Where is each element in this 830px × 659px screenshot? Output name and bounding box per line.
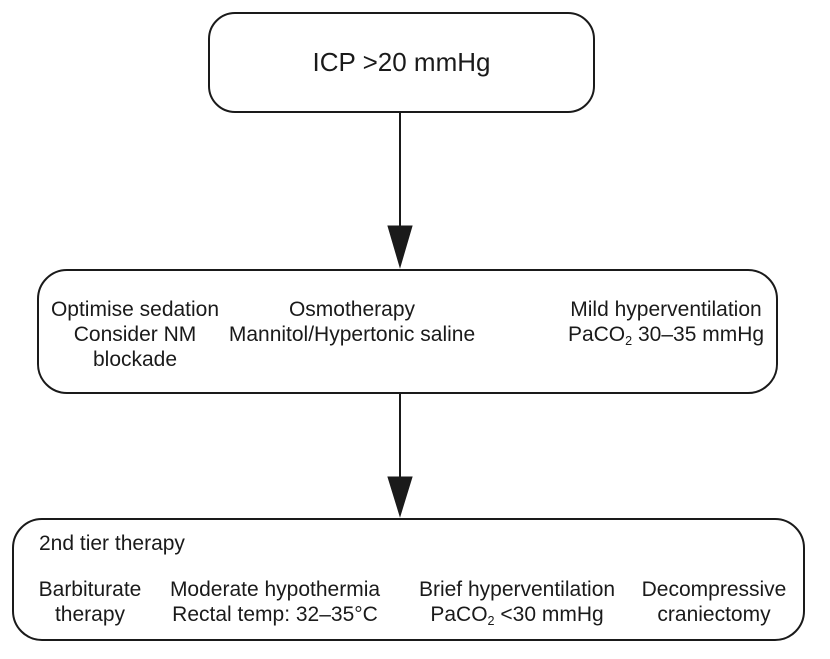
therapy-line: Osmotherapy <box>288 298 416 321</box>
first-tier-column-sedation: Optimise sedation Consider NM blockade <box>51 297 219 372</box>
arrow-down-icon <box>387 112 413 269</box>
icp-trigger-box: ICP >20 mmHg <box>208 12 595 113</box>
second-tier-therapy-box: 2nd tier therapy Barbiturate therapy Mod… <box>12 518 805 641</box>
formula-subscript: 2 <box>625 333 633 348</box>
therapy-line: Mild hyperventilation <box>570 298 762 321</box>
formula-prefix: PaCO <box>430 603 488 626</box>
therapy-formula-line: PaCO2 30–35 mmHg <box>568 322 764 347</box>
icp-trigger-label: ICP >20 mmHg <box>312 47 491 77</box>
therapy-line: Moderate hypothermia <box>169 578 381 601</box>
therapy-line: craniectomy <box>657 603 771 626</box>
therapy-line: Decompressive <box>641 578 787 601</box>
therapy-line: Rectal temp: 32–35°C <box>172 603 378 626</box>
therapy-line: therapy <box>54 603 126 626</box>
formula-prefix: PaCO <box>567 323 626 346</box>
therapy-line: blockade <box>92 348 178 371</box>
therapy-line: Consider NM <box>73 323 197 346</box>
second-tier-column-brief-hyperventilation: Brief hyperventilation PaCO2 <30 mmHg <box>419 577 615 627</box>
first-tier-therapy-box: Optimise sedation Consider NM blockade O… <box>37 269 778 394</box>
second-tier-column-craniectomy: Decompressive craniectomy <box>642 577 787 627</box>
second-tier-heading: 2nd tier therapy <box>39 532 185 555</box>
first-tier-column-osmotherapy: Osmotherapy Mannitol/Hypertonic saline <box>229 297 475 347</box>
second-tier-column-hypothermia: Moderate hypothermia Rectal temp: 32–35°… <box>170 577 380 627</box>
therapy-line: Mannitol/Hypertonic saline <box>228 323 476 346</box>
therapy-line: Brief hyperventilation <box>418 578 616 601</box>
formula-suffix: 30–35 mmHg <box>632 323 765 346</box>
arrow-down-icon <box>387 393 413 518</box>
formula-subscript: 2 <box>487 613 495 628</box>
formula-suffix: <30 mmHg <box>494 603 604 626</box>
therapy-formula-line: PaCO2 <30 mmHg <box>419 602 615 627</box>
second-tier-column-barbiturate: Barbiturate therapy <box>39 577 142 627</box>
first-tier-column-mild-hyperventilation: Mild hyperventilation PaCO2 30–35 mmHg <box>568 297 764 347</box>
therapy-line: Barbiturate <box>38 578 142 601</box>
therapy-line: Optimise sedation <box>50 298 220 321</box>
